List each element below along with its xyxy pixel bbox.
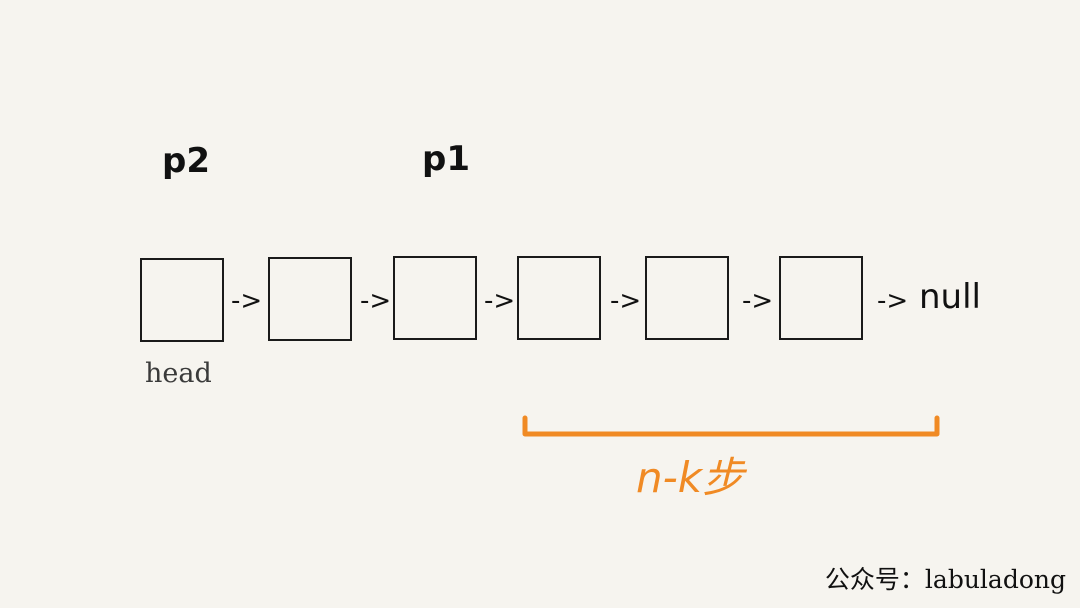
n-k-steps-label: n-k步 <box>636 453 747 502</box>
list-node-4 <box>517 256 601 340</box>
null-terminator: null <box>919 277 981 317</box>
list-node-5 <box>645 256 729 340</box>
arrow-1: -> <box>231 286 263 316</box>
list-node-6 <box>779 256 863 340</box>
list-node-2 <box>268 257 352 341</box>
pointer-label-p1: p1 <box>422 139 470 179</box>
arrow-5: -> <box>742 286 774 316</box>
list-node-3 <box>393 256 477 340</box>
arrow-to-null: -> <box>877 286 909 316</box>
arrow-3: -> <box>484 286 516 316</box>
n-k-bracket <box>522 415 940 437</box>
list-node-1 <box>140 258 224 342</box>
arrow-4: -> <box>610 286 642 316</box>
pointer-label-p2: p2 <box>162 141 210 181</box>
head-label: head <box>145 358 212 389</box>
watermark: 公众号：labuladong <box>824 565 1066 594</box>
arrow-2: -> <box>360 286 392 316</box>
